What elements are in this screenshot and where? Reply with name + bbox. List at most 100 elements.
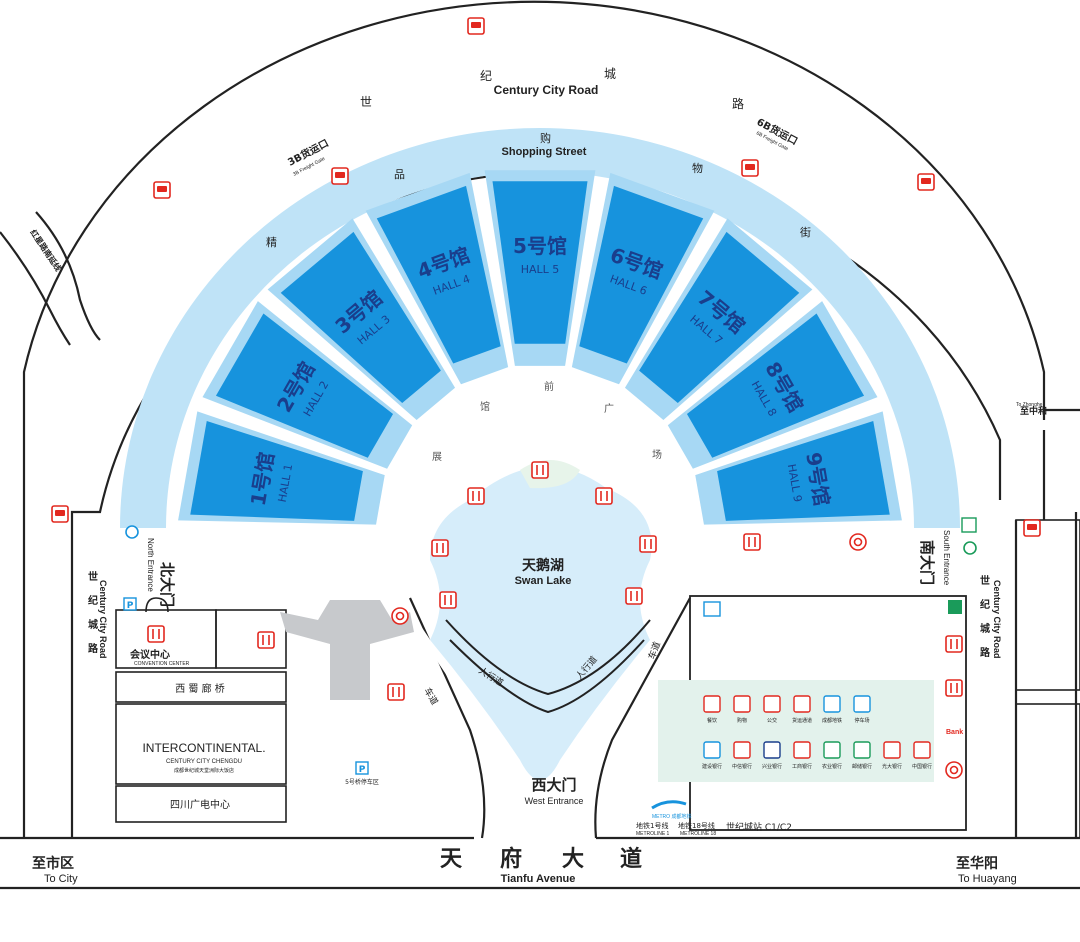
svg-text:街: 街 (800, 225, 811, 239)
legend-label: 停车场 (854, 717, 869, 724)
bus-icon (153, 181, 171, 199)
svg-text:道: 道 (620, 846, 642, 872)
conference-center-en: CONVENTION CENTER (134, 661, 190, 667)
hall-label-en: HALL 5 (521, 263, 560, 276)
svg-text:精: 精 (266, 236, 277, 249)
century-city-road-arc (22, 0, 1046, 512)
legend-icon (823, 741, 841, 759)
metro-line-label: 红星路南延线 (28, 228, 63, 273)
restaurant-icon (639, 535, 657, 553)
legend-label: 购物 (737, 717, 747, 724)
svg-text:至中和: 至中和 (1020, 405, 1047, 417)
left-complex (115, 597, 414, 823)
xishu-bridge (115, 671, 287, 703)
metro-icon (125, 525, 139, 539)
bank-icon (849, 533, 867, 551)
legend-label: 工商银行 (792, 763, 812, 770)
tianfu-avenue: 天 府 大 道 Tianfu Avenue (440, 846, 642, 885)
svg-text:天: 天 (440, 847, 463, 872)
hotel-name: INTERCONTINENTAL. (142, 741, 265, 755)
legend: 餐饮购物公交货运通道成都地铁停车场建设银行中信银行兴业银行工商银行农业银行邮储银… (702, 695, 932, 770)
legend-icon (823, 695, 841, 713)
restaurant-icon (743, 533, 761, 551)
metro-station: METRO 成都地铁 地铁1号线 METROLINE 1 地铁18号线 METR… (636, 800, 792, 837)
bank-text-icon: Bank (946, 729, 963, 736)
bank-icon (391, 607, 409, 625)
svg-text:METROLINE 18: METROLINE 18 (680, 831, 716, 837)
freight-icon (331, 167, 349, 185)
to-city: 至市区 To City (32, 855, 78, 885)
restaurant-icon (945, 679, 963, 697)
right-complex (658, 519, 1080, 839)
west-entrance: 西大门 West Entrance (525, 776, 584, 806)
legend-icon (793, 741, 811, 759)
hall-8[interactable] (686, 313, 865, 458)
broadcast-label: 四川广电中心 (170, 798, 230, 811)
parking-5-label: 5号桥停车区 (345, 778, 379, 786)
post-icon (963, 541, 977, 555)
legend-label: 光大银行 (882, 763, 902, 770)
hall-2[interactable] (215, 313, 394, 458)
legend-label: 建设银行 (702, 763, 722, 770)
legend-label: 兴业银行 (762, 763, 782, 770)
shop-icon (961, 517, 977, 533)
restaurant-icon (257, 631, 275, 649)
restaurant-icon (431, 539, 449, 557)
svg-text:Tianfu Avenue: Tianfu Avenue (501, 873, 576, 885)
walkways (417, 619, 651, 714)
legend-label: 成都地铁 (822, 717, 842, 724)
svg-text:Century City Road: Century City Road (992, 580, 1002, 659)
legend-label: 中信银行 (732, 763, 752, 770)
hall-5[interactable] (492, 181, 588, 344)
hall-4[interactable] (376, 185, 501, 364)
hall-9[interactable] (717, 421, 890, 521)
svg-text:METRO 成都地铁: METRO 成都地铁 (652, 813, 691, 820)
svg-text:West Entrance: West Entrance (525, 796, 584, 806)
svg-text:馆: 馆 (480, 400, 490, 413)
svg-text:纪: 纪 (980, 598, 990, 611)
legend-icon (763, 741, 781, 759)
svg-text:物: 物 (692, 161, 703, 175)
bus-icon (1023, 519, 1041, 537)
legend-label: 邮储银行 (852, 763, 872, 770)
svg-text:至市区: 至市区 (32, 855, 74, 872)
right-century-road: 世 纪 城 路 Century City Road (980, 574, 1002, 659)
legend-label: 货运通道 (792, 717, 812, 724)
left-branch (35, 211, 101, 341)
to-huayang: 至华阳 To Huayang (956, 855, 1017, 885)
restaurant-icon (531, 461, 549, 479)
broadcast-center (115, 785, 287, 823)
road-char: 纪 (480, 69, 492, 83)
bank-icon (948, 600, 962, 614)
bus-icon (917, 173, 935, 191)
car-lane-right: 车道 (646, 640, 663, 661)
hall-3[interactable] (280, 231, 441, 404)
svg-text:世: 世 (88, 570, 98, 583)
south-entrance: 南大门 South Entrance (918, 530, 951, 586)
svg-text:购: 购 (540, 131, 551, 145)
svg-text:地铁18号线: 地铁18号线 (678, 821, 715, 830)
legend-icon (853, 741, 871, 759)
legend-label: 中国银行 (912, 763, 932, 770)
hall-label-cn: 5号馆 (513, 234, 567, 258)
svg-text:路: 路 (88, 642, 99, 655)
svg-text:To Zhonghe: To Zhonghe (1016, 402, 1043, 408)
hall-7[interactable] (639, 231, 800, 404)
legend-icon (703, 695, 721, 713)
hall-6[interactable] (579, 185, 704, 364)
svg-text:西大门: 西大门 (531, 776, 576, 794)
svg-text:大: 大 (562, 847, 584, 872)
y-building (280, 600, 414, 700)
svg-text:路: 路 (980, 646, 991, 659)
freight-6b-gate: 6B货运口 6B Freight Gate (755, 115, 800, 152)
swan-lake (430, 466, 652, 780)
legend-icon (793, 695, 811, 713)
svg-text:纪: 纪 (88, 594, 98, 607)
legend-icon (703, 741, 721, 759)
hall-1[interactable] (190, 421, 363, 521)
freight-icon (741, 159, 759, 177)
hotel-cn: 成都世纪城天堂洲际大饭店 (174, 767, 234, 774)
svg-text:地铁1号线: 地铁1号线 (636, 821, 668, 830)
